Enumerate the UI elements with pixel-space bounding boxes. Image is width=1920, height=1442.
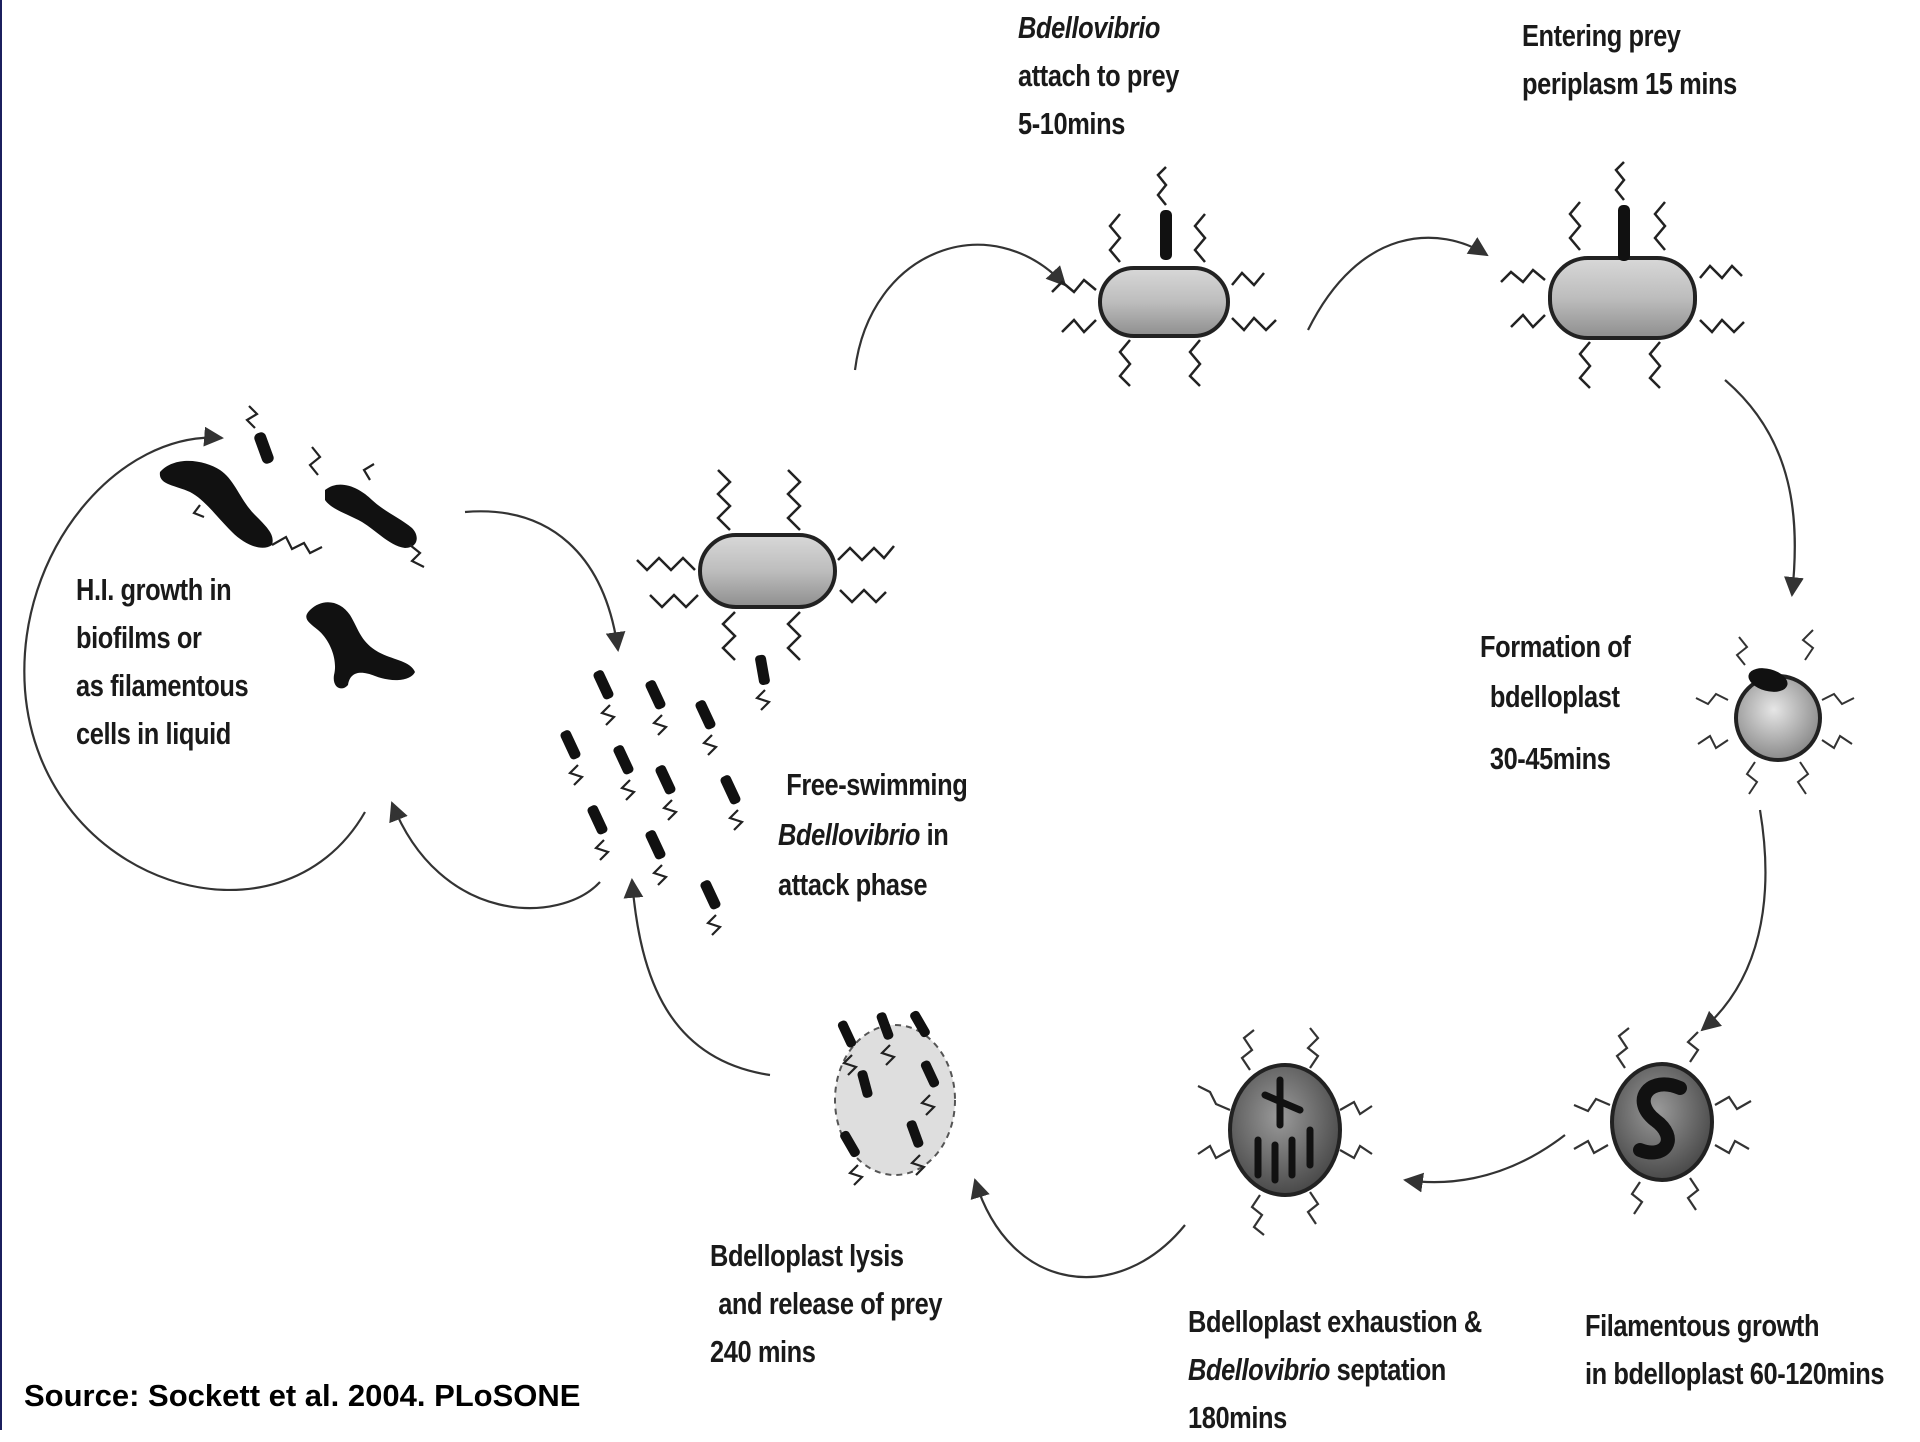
label-hi-growth-line2: biofilms or	[76, 614, 248, 662]
label-free-swimming-line2: in	[920, 817, 948, 852]
label-exhaustion-line1: Bdelloplast exhaustion &	[1188, 1298, 1482, 1346]
label-exhaustion-line3: 180mins	[1188, 1394, 1482, 1442]
bdelloplast-filamentous	[1574, 1028, 1751, 1214]
label-free-swimming-line3: attack phase	[778, 860, 967, 910]
arrow-to-lysis	[975, 1180, 1185, 1277]
arrow-to-attach	[855, 245, 1065, 370]
label-attach: Bdellovibrio attach to prey 5-10mins	[1018, 4, 1179, 148]
label-hi-growth-line4: cells in liquid	[76, 710, 248, 758]
label-formation-line3: 30-45mins	[1490, 734, 1631, 784]
label-hi-growth-line1: H.I. growth in	[76, 566, 248, 614]
label-attach-italic: Bdellovibrio	[1018, 10, 1160, 45]
arrow-to-hi-growth	[392, 803, 600, 908]
label-entering-line2: periplasm 15 mins	[1522, 60, 1737, 108]
source-citation: Source: Sockett et al. 2004. PLoSONE	[24, 1378, 580, 1414]
label-exhaustion-line2: septation	[1330, 1352, 1446, 1387]
prey-cell-entering	[1501, 162, 1744, 388]
label-lysis: Bdelloplast lysis and release of prey 24…	[710, 1232, 942, 1376]
label-entering-line1: Entering prey	[1522, 12, 1737, 60]
label-formation: Formation of bdelloplast 30-45mins	[1480, 622, 1630, 784]
free-swimming-bdellovibrio-cells	[559, 654, 770, 935]
label-formation-line2: bdelloplast	[1490, 672, 1631, 722]
bdelloplast-lysis	[835, 1009, 955, 1185]
label-filamentous-line1: Filamentous growth	[1585, 1302, 1884, 1350]
bdelloplast-formation	[1696, 630, 1854, 794]
arrow-to-exhaustion	[1405, 1135, 1565, 1182]
label-entering: Entering prey periplasm 15 mins	[1522, 12, 1737, 108]
label-lysis-line1: Bdelloplast lysis	[710, 1232, 942, 1280]
label-free-swimming-italic: Bdellovibrio	[778, 817, 920, 852]
label-lysis-line2: and release of prey	[718, 1280, 942, 1328]
label-free-swimming: Free-swimming Bdellovibrio in attack pha…	[778, 760, 967, 910]
prey-cell-attach	[1052, 167, 1276, 386]
label-filamentous-line2: in bdelloplast 60-120mins	[1585, 1350, 1884, 1398]
arrow-to-free-swimming	[632, 880, 770, 1075]
label-exhaustion-italic: Bdellovibrio	[1188, 1352, 1330, 1387]
label-exhaustion: Bdelloplast exhaustion & Bdellovibrio se…	[1188, 1298, 1482, 1442]
label-filamentous: Filamentous growth in bdelloplast 60-120…	[1585, 1302, 1884, 1398]
label-free-swimming-line1: Free-swimming	[786, 760, 967, 810]
arrow-to-entering	[1308, 238, 1487, 330]
label-hi-growth-line3: as filamentous	[76, 662, 248, 710]
label-hi-growth: H.I. growth in biofilms or as filamentou…	[76, 566, 248, 758]
label-lysis-line3: 240 mins	[710, 1328, 942, 1376]
label-attach-line3: 5-10mins	[1018, 100, 1179, 148]
arrow-to-filamentous	[1702, 810, 1765, 1030]
arrow-to-formation	[1725, 380, 1795, 595]
label-formation-line1: Formation of	[1480, 622, 1630, 672]
bdelloplast-septation	[1198, 1028, 1372, 1235]
label-attach-line2: attach to prey	[1018, 52, 1179, 100]
prey-cell-free	[637, 470, 894, 660]
arrow-from-hi-growth	[465, 511, 618, 650]
